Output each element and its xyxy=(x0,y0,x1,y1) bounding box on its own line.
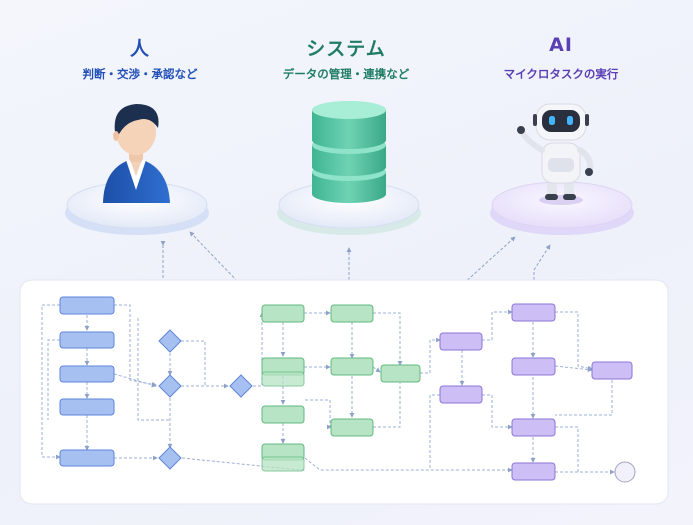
decision-node xyxy=(158,329,182,353)
human-platform xyxy=(65,181,209,235)
ai-task-node xyxy=(591,361,633,380)
human-subtitle: 判断・交渉・承認など xyxy=(82,67,198,81)
ai-platform xyxy=(490,181,634,235)
system-task-node xyxy=(261,456,305,472)
system-task-node xyxy=(261,405,305,424)
ai-task-node xyxy=(511,418,556,437)
system-task-node xyxy=(261,371,305,387)
end-node xyxy=(614,461,636,483)
human-task-node xyxy=(59,331,115,349)
human-title: 人 xyxy=(129,38,150,60)
robot-icon xyxy=(517,103,594,205)
database-icon xyxy=(312,101,386,203)
decision-node xyxy=(229,374,253,398)
ai-task-node xyxy=(511,303,556,322)
human-task-node xyxy=(59,365,115,383)
human-task-node xyxy=(59,398,115,416)
system-subtitle: データの管理・連携など xyxy=(282,67,410,81)
person-icon xyxy=(103,104,170,203)
system-task-node xyxy=(330,304,374,323)
system-task-node xyxy=(261,304,305,323)
human-task-node xyxy=(59,449,115,467)
system-task-node xyxy=(330,418,374,437)
ai-title: AI xyxy=(549,34,573,56)
decision-node xyxy=(158,374,182,398)
ai-task-node xyxy=(439,332,483,351)
ai-task-node xyxy=(439,385,483,404)
system-title: システム xyxy=(306,38,386,60)
ai-task-node xyxy=(511,462,556,481)
ai-subtitle: マイクロタスクの実行 xyxy=(503,67,619,81)
system-nodes xyxy=(261,304,421,472)
ai-nodes xyxy=(439,303,633,481)
human-nodes xyxy=(59,296,253,470)
human-task-node xyxy=(59,296,115,315)
system-task-node xyxy=(330,357,374,376)
system-task-node xyxy=(380,364,421,383)
decision-node xyxy=(158,446,182,470)
ai-task-node xyxy=(511,357,556,376)
workflow-panel xyxy=(19,279,669,505)
